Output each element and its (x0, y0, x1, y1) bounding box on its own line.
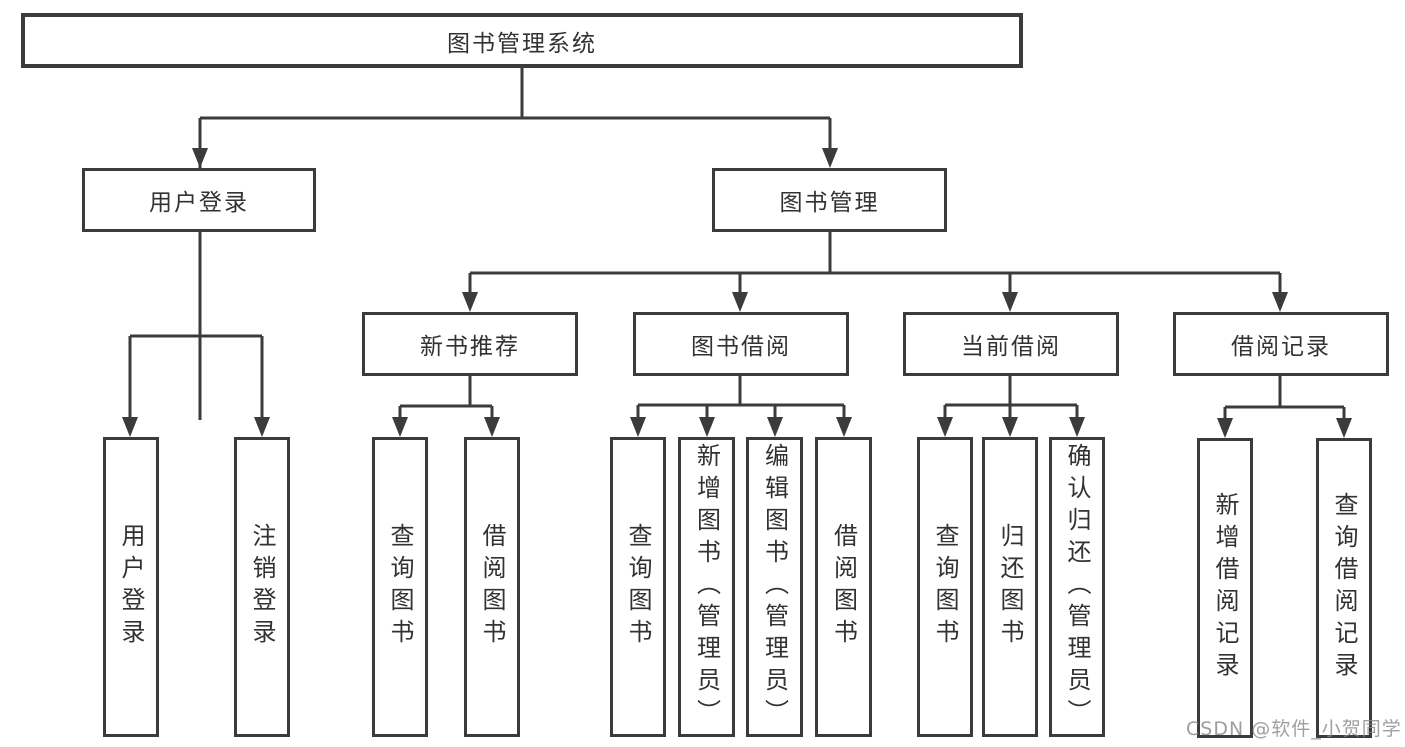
leaf-confirm-return-admin: 确认归还（管理员） (1049, 437, 1105, 737)
csdn-watermark: CSDN @软件_小贺同学 (1186, 718, 1402, 740)
leaf-borrow-books: 借阅图书 (815, 437, 872, 737)
leaf-add-books-admin: 新增图书（管理员） (678, 437, 735, 737)
leaf-add-borrow-record: 新增借阅记录 (1197, 438, 1253, 738)
leaf-edit-books-admin: 编辑图书（管理员） (746, 437, 803, 737)
leaf-query-books-current: 查询图书 (917, 437, 973, 737)
leaf-logout: 注销登录 (234, 437, 290, 737)
leaf-query-borrow-record: 查询借阅记录 (1316, 438, 1372, 738)
leaf-query-books-recommend: 查询图书 (372, 437, 428, 737)
leaf-query-books-borrow: 查询图书 (610, 437, 666, 737)
leaf-return-books: 归还图书 (982, 437, 1038, 737)
node-user-login: 用户登录 (82, 168, 316, 232)
node-new-book-recommendation: 新书推荐 (362, 312, 578, 376)
leaf-borrow-books-recommend: 借阅图书 (464, 437, 520, 737)
node-book-borrowing: 图书借阅 (633, 312, 849, 376)
node-root: 图书管理系统 (21, 13, 1023, 68)
node-current-borrowing: 当前借阅 (903, 312, 1119, 376)
node-borrowing-records: 借阅记录 (1173, 312, 1389, 376)
node-book-management: 图书管理 (712, 168, 947, 232)
leaf-user-login: 用户登录 (103, 437, 159, 737)
